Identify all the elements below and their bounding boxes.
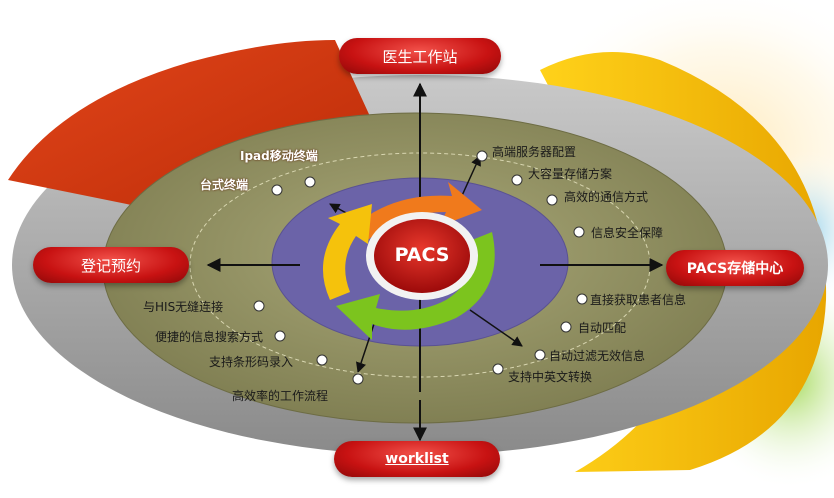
feature-storage-plan: 大容量存储方案	[528, 167, 613, 181]
feature-his-link: 与HIS无缝连接	[143, 300, 224, 314]
cycle-arrow-yellow	[322, 204, 372, 300]
feature-security: 信息安全保障	[591, 226, 664, 240]
cycle-arrow-green	[336, 232, 495, 340]
feature-barcode: 支持条形码录入	[209, 355, 294, 369]
center-disk	[374, 219, 470, 293]
feature-dots	[253, 150, 588, 385]
center-label: PACS	[394, 244, 450, 266]
arrow-upper-right	[459, 155, 481, 201]
feature-patient-info: 直接获取患者信息	[590, 293, 687, 307]
arrow-lower-left	[356, 317, 377, 373]
label-ipad-terminal: Ipad移动终端	[240, 149, 318, 163]
node-pacs-storage: PACS存储中心	[666, 250, 804, 286]
feature-filter: 自动过滤无效信息	[549, 349, 646, 363]
feature-communication: 高效的通信方式	[564, 190, 649, 204]
feature-language: 支持中英文转换	[508, 370, 593, 384]
node-doctor-workstation: 医生工作站	[339, 38, 501, 74]
node-registration: 登记预约	[33, 247, 189, 283]
label-desktop-terminal: 台式终端	[200, 178, 249, 192]
arrow-upper-left	[329, 203, 349, 215]
feature-auto-match: 自动匹配	[578, 321, 627, 335]
arrow-lower-right	[469, 309, 523, 347]
feature-workflow: 高效率的工作流程	[232, 389, 329, 403]
feature-server-config: 高端服务器配置	[492, 145, 577, 159]
feature-search: 便捷的信息搜索方式	[155, 330, 264, 344]
node-worklist: worklist	[334, 441, 500, 477]
